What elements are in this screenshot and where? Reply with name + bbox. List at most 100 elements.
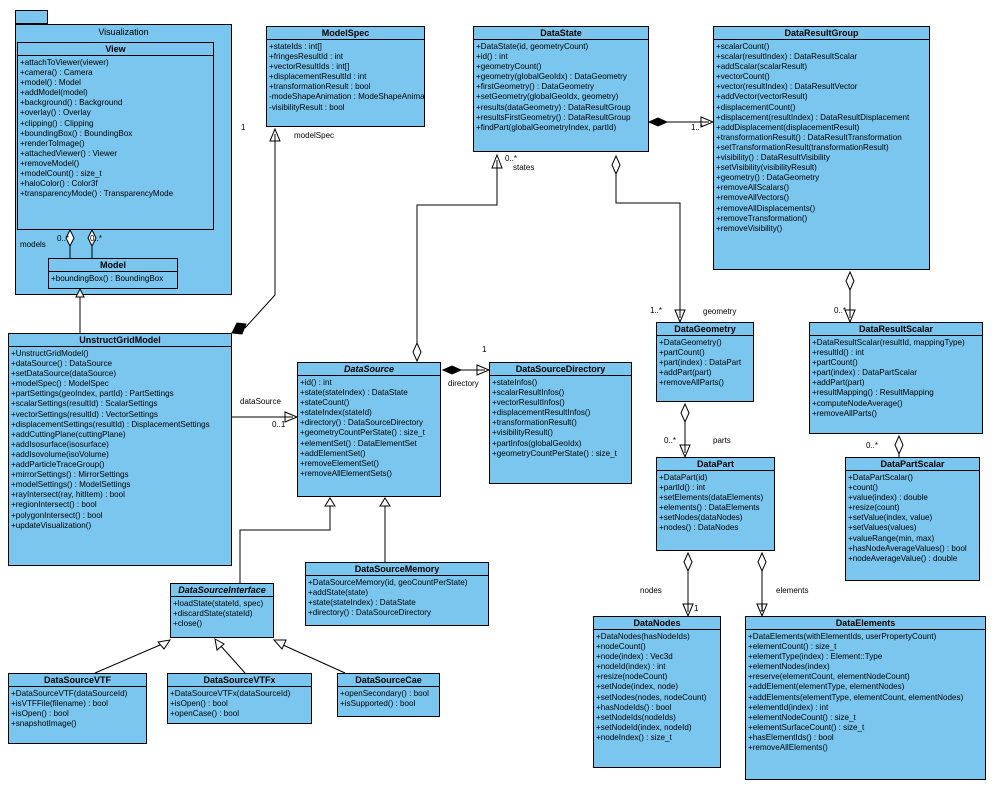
composition-ugm-modelspec — [244, 134, 276, 329]
operation: +background() : Background — [20, 98, 123, 108]
operation: +elementId(index) : int — [748, 702, 829, 712]
operation: +partCount() — [659, 348, 705, 358]
aggregation-diamond — [611, 154, 621, 176]
operation: +close() — [173, 619, 203, 629]
operation: +addElementSet() — [300, 448, 366, 458]
operation: +setValue(index, value) — [848, 513, 933, 523]
class-modelspec[interactable]: ModelSpec+stateIds : int[]+fringesResult… — [266, 26, 425, 127]
operation: +visibility() : DataResultVisibility — [716, 153, 830, 163]
class-view[interactable]: View+attachToViewer(viewer)+camera() : C… — [17, 42, 214, 230]
class-name: DataResultScalar — [810, 323, 982, 336]
generalization-arrowhead — [214, 638, 225, 651]
operation: +clipping() : Clipping — [20, 118, 94, 128]
label-models: models — [20, 240, 46, 249]
class-datasourcememory[interactable]: DataSourceMemory +DataSourceMemory(id, ge… — [305, 562, 489, 626]
operation: +id() : int — [476, 52, 508, 62]
class-datapart[interactable]: DataPart+DataPart(id)+partId() : int+set… — [656, 457, 775, 551]
operation: +DataSourceMemory(id, geoCountPerState) — [308, 578, 468, 587]
class-datasource[interactable]: DataSource+id() : int+state(stateIndex) … — [297, 362, 441, 497]
label-datasource-mult: 0..1 — [272, 420, 286, 429]
operation: +removeAllDisplacements() — [716, 203, 816, 213]
class-dataresultgroup[interactable]: DataResultGroup+scalarCount()+scalar(res… — [713, 26, 930, 270]
operations-list: +DataState(id, geometryCount)+id() : int… — [474, 40, 648, 133]
operation: +displacement(resultIndex) : DataResultD… — [716, 112, 910, 122]
aggregation-diamond — [412, 341, 422, 363]
class-name: ModelSpec — [267, 27, 424, 40]
class-name: DataResultGroup — [714, 27, 929, 40]
operation: +removeAllElementSets() — [300, 468, 392, 478]
operation: +modelSettings() : ModelSettings — [11, 480, 131, 490]
operation: +openCase() : bool — [170, 709, 240, 719]
operation: +resize(nodeCount) — [596, 672, 668, 682]
operations-list: +DataNodes(hasNodeIds)+nodeCount()+node(… — [594, 630, 720, 743]
operation: +transformationResult() — [492, 418, 577, 428]
label-elements-role: elements — [776, 586, 809, 595]
class-datanodes[interactable]: DataNodes+DataNodes(hasNodeIds)+nodeCoun… — [593, 616, 721, 768]
operation: +addCuttingPlane(cuttingPlane) — [11, 429, 126, 439]
operation: +resultMapping() : ResultMapping — [812, 388, 934, 398]
class-datasourceinterface[interactable]: DataSourceInterface+loadState(stateId, s… — [170, 583, 274, 638]
operation: +partId() : int — [659, 483, 706, 493]
class-dataelements[interactable]: DataElements+DataElements(withElementIds… — [745, 616, 986, 780]
operation: +resultsFirstGeometry() : DataResultGrou… — [476, 112, 631, 122]
operation: +mirrorSettings() : MirrorSettings — [11, 470, 129, 480]
operation: +transformationResult() : DataResultTran… — [716, 132, 902, 142]
label-nodes-mult: 1 — [694, 604, 699, 613]
class-unstructgridmodel[interactable]: UnstructGridModel+UnstructGridModel()+da… — [8, 333, 232, 566]
operation: +elementSurfaceCount() : size_t — [748, 722, 865, 732]
operation: +isVTFFile(filename) : bool — [11, 699, 108, 709]
operation: +displacementResultInfos() — [492, 408, 591, 418]
aggregation-datastate-geometry — [615, 174, 681, 318]
operation: +stateInfos() — [492, 378, 538, 387]
class-datasourcedirectory[interactable]: DataSourceDirectory+stateInfos()+scalarR… — [489, 362, 632, 484]
operation: +haloColor() : Color3f — [20, 179, 98, 189]
operation: +modelCount() : size_t — [20, 169, 102, 179]
composition-diamond — [441, 365, 463, 375]
composition-diamond — [647, 117, 669, 127]
operation: +hasNodeAverageValues() : bool — [848, 543, 967, 553]
operation: +displacementResultId : int — [269, 72, 367, 82]
operation: +addIsosurface(isosurface) — [11, 439, 109, 449]
generalization-cae-interface — [282, 644, 346, 674]
operation: +resize(count) — [848, 503, 900, 513]
operation: +part(index) : DataPartScalar — [812, 368, 918, 378]
open-arrowhead — [700, 116, 715, 128]
class-model[interactable]: Model+boundingBox() : BoundingBox — [48, 258, 178, 289]
operation: +DataState(id, geometryCount) — [476, 42, 589, 51]
operation: +UnstructGridModel() — [11, 349, 89, 358]
class-name: DataElements — [746, 617, 985, 630]
class-name: DataSourceVTFx — [168, 674, 311, 687]
label-scalar-mult: 0..* — [834, 306, 847, 315]
operation: +isSupported() : bool — [340, 699, 416, 709]
operation: +removeTransformation() — [716, 213, 808, 223]
class-name: DataSourceCae — [338, 674, 439, 687]
operation: +stateIds : int[] — [269, 42, 322, 51]
class-datasourcecae[interactable]: DataSourceCae+openSecondary() : bool+isS… — [337, 673, 440, 717]
class-dataresultscalar[interactable]: DataResultScalar+DataResultScalar(result… — [809, 322, 983, 434]
operation: +scalarResultInfos() — [492, 388, 565, 398]
operation: +addElements(elementType, elementCount, … — [748, 692, 964, 702]
class-datasourcevtfx[interactable]: DataSourceVTFx +DataSourceVTFx(dataSource… — [167, 673, 312, 724]
operation: +DataSourceVTFx(dataSourceId) — [170, 689, 291, 698]
generalization-arrowhead — [75, 287, 85, 298]
operation: +attachedViewer() : Viewer — [20, 148, 118, 158]
operation: +setNodes(dataNodes) — [659, 513, 743, 523]
operation: +setValues(values) — [848, 523, 917, 533]
class-datastate[interactable]: DataState+DataState(id, geometryCount)+i… — [473, 26, 649, 152]
class-datageometry[interactable]: DataGeometry+DataGeometry()+partCount()+… — [656, 322, 754, 402]
class-name: DataSource — [298, 363, 440, 376]
open-arrowhead — [844, 309, 856, 324]
operation: +addState(state) — [308, 588, 369, 598]
operations-list: +id() : int+state(stateIndex) : DataStat… — [298, 376, 440, 479]
operation: +visibilityResult() — [492, 428, 553, 438]
operation: +addDisplacement(displacementResult) — [716, 122, 860, 132]
class-name: DataPartScalar — [846, 458, 979, 471]
operation: +stateIndex(stateId) — [300, 408, 372, 418]
operations-list: +stateIds : int[]+fringesResultId : int+… — [267, 40, 424, 113]
class-datasourcevtf[interactable]: DataSourceVTF+DataSourceVTF(dataSourceId… — [8, 673, 147, 744]
operation: +DataPartScalar() — [848, 473, 913, 482]
class-name: DataSourceMemory — [306, 563, 488, 576]
operation: +DataNodes(hasNodeIds) — [596, 632, 690, 641]
package-name: Visualization — [98, 27, 149, 37]
class-datapartscalar[interactable]: DataPartScalar+DataPartScalar()+count()+… — [845, 457, 980, 581]
